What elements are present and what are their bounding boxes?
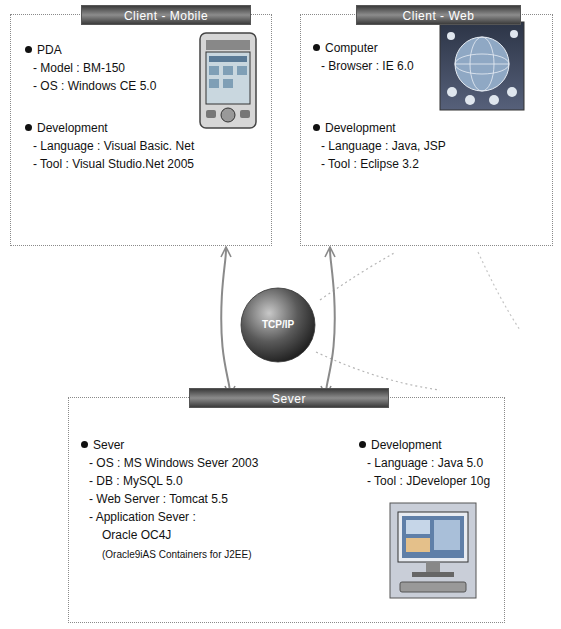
network-sphere: TCP/IP bbox=[240, 287, 316, 363]
client-panel: Client - MobilePDA- Model : BM-150- OS :… bbox=[10, 14, 272, 246]
spec-line: - Language : Java 5.0 bbox=[367, 454, 483, 472]
bullet-heading: Development bbox=[37, 119, 108, 137]
bullet-heading: PDA bbox=[37, 41, 62, 59]
bullet-dot bbox=[359, 441, 366, 448]
server-computer-picture bbox=[390, 503, 476, 598]
bullet-dot bbox=[313, 44, 320, 51]
network-label: TCP/IP bbox=[240, 287, 316, 363]
spec-line: - Tool : Eclipse 3.2 bbox=[321, 155, 419, 173]
spec-line: - Model : BM-150 bbox=[33, 59, 125, 77]
panel-heading: Client - Web bbox=[356, 5, 521, 25]
spec-line: - Language : Java, JSP bbox=[321, 137, 446, 155]
link-arrow bbox=[221, 248, 230, 395]
spec-line: - Tool : JDeveloper 10g bbox=[367, 472, 490, 490]
bullet-heading: Computer bbox=[325, 39, 378, 57]
spec-line: - Tool : Visual Studio.Net 2005 bbox=[33, 155, 194, 173]
spec-line: - OS : Windows CE 5.0 bbox=[33, 77, 156, 95]
link-arrow bbox=[326, 248, 335, 395]
spec-line: - Browser : IE 6.0 bbox=[321, 57, 414, 75]
spec-line: - OS : MS Windows Sever 2003 bbox=[89, 454, 258, 472]
spec-line: - DB : MySQL 5.0 bbox=[89, 472, 183, 490]
spec-line: - Language : Visual Basic. Net bbox=[33, 137, 194, 155]
network-globe-picture bbox=[440, 22, 524, 110]
note-text: (Oracle9iAS Containers for J2EE) bbox=[102, 546, 252, 564]
panel-heading: Client - Mobile bbox=[81, 5, 251, 25]
bullet-dot bbox=[25, 46, 32, 53]
spec-line: - Web Server : Tomcat 5.5 bbox=[89, 490, 228, 508]
dotted-line bbox=[316, 352, 440, 390]
server-panel: SeverSever- OS : MS Windows Sever 2003- … bbox=[68, 397, 505, 623]
bullet-dot bbox=[313, 124, 320, 131]
bullet-heading: Sever bbox=[93, 436, 124, 454]
bullet-dot bbox=[81, 441, 88, 448]
bullet-heading: Development bbox=[371, 436, 442, 454]
client-panel: Client - WebComputer- Browser : IE 6.0De… bbox=[300, 14, 553, 246]
panel-heading: Sever bbox=[189, 388, 389, 408]
spec-line: - Application Sever : Oracle OC4J bbox=[89, 508, 234, 544]
dotted-line bbox=[478, 252, 520, 330]
pda-picture bbox=[200, 33, 256, 128]
bullet-heading: Development bbox=[325, 119, 396, 137]
bullet-dot bbox=[25, 124, 32, 131]
